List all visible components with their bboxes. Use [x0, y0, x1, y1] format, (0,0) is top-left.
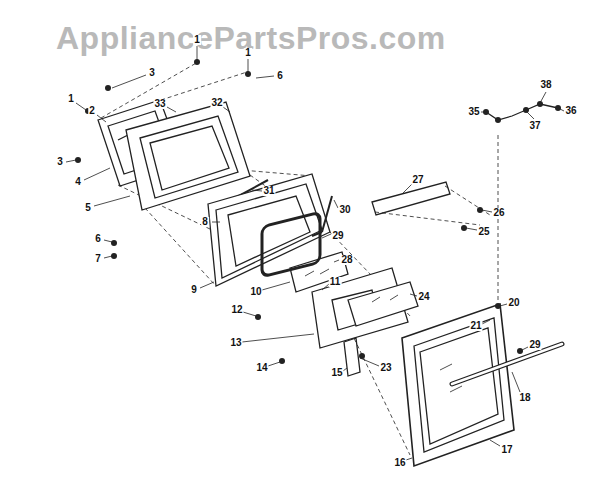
callout-number: 29	[331, 231, 344, 241]
callout-number: 25	[477, 227, 490, 237]
callout-number: 4	[74, 177, 82, 187]
callout-number: 30	[338, 205, 351, 215]
callout-number: 35	[467, 107, 480, 117]
callout-number: 5	[84, 203, 92, 213]
hinge-rod	[312, 196, 332, 236]
inner-door-panel	[208, 174, 330, 286]
callout-number: 7	[94, 254, 102, 264]
callout-number: 2	[88, 106, 96, 116]
callout-number: 33	[153, 99, 166, 109]
callout-number: 15	[330, 368, 343, 378]
callout-number: 8	[201, 217, 209, 227]
callout-number: 24	[417, 292, 430, 302]
callout-number: 10	[249, 287, 262, 297]
callout-number: 16	[393, 458, 406, 468]
callout-number: 29	[528, 340, 541, 350]
callout-number: 13	[229, 338, 242, 348]
callout-number: 32	[210, 98, 223, 108]
callout-number: 37	[528, 121, 541, 131]
screw	[75, 59, 561, 364]
callout-number: 21	[469, 321, 482, 331]
glass-panel	[290, 252, 348, 292]
door-liner-frame	[126, 102, 250, 210]
callout-number: 28	[340, 255, 353, 265]
callout-number: 1	[244, 48, 252, 58]
callout-number: 26	[492, 208, 505, 218]
inner-glass	[348, 282, 418, 326]
callout-number: 3	[148, 68, 156, 78]
door-handle	[452, 344, 562, 384]
callout-number: 1	[193, 35, 201, 45]
outer-door	[402, 304, 514, 466]
callout-number: 12	[230, 305, 243, 315]
callout-number: 20	[507, 298, 520, 308]
window-gasket	[262, 212, 320, 276]
callout-number: 6	[276, 71, 284, 81]
callout-number: 36	[564, 106, 577, 116]
callout-number: 27	[411, 175, 424, 185]
callout-number: 11	[329, 277, 342, 287]
bracket	[372, 182, 450, 215]
callout-number: 14	[255, 363, 268, 373]
leader-line	[66, 46, 564, 460]
callout-number: 23	[379, 363, 392, 373]
callout-number: 6	[94, 234, 102, 244]
callout-number: 9	[190, 285, 198, 295]
latch-bracket	[344, 338, 360, 376]
callout-number: 31	[262, 186, 275, 196]
callout-number: 18	[518, 393, 531, 403]
callout-number: 3	[56, 157, 64, 167]
callout-number: 1	[67, 94, 75, 104]
callout-number: 17	[500, 445, 513, 455]
callout-number: 38	[539, 80, 552, 90]
